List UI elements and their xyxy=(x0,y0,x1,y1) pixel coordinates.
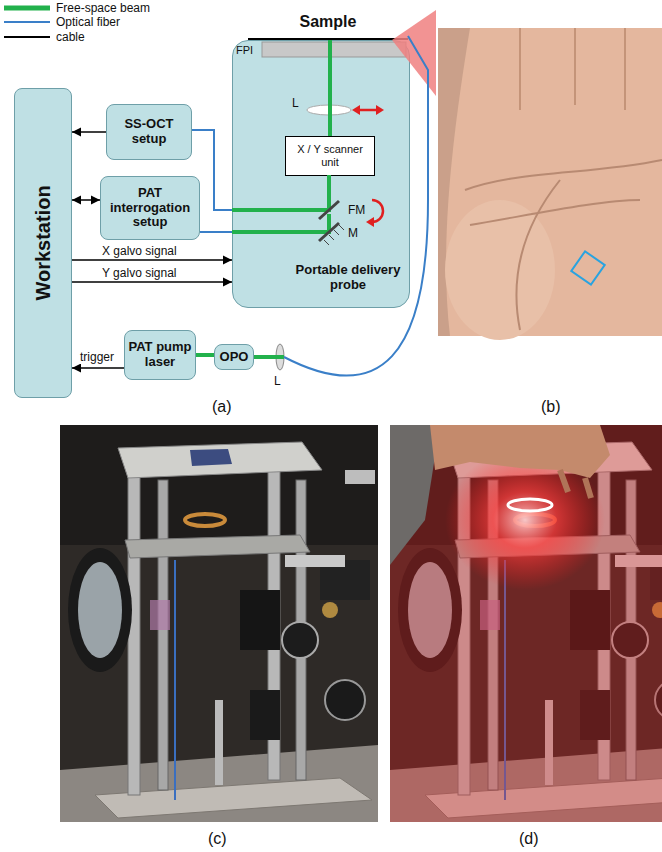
arrow-head xyxy=(72,196,81,205)
node-text: OPO xyxy=(220,350,249,365)
palm-photo xyxy=(465,160,662,190)
setup-photo xyxy=(60,425,378,822)
excitation-beam xyxy=(392,10,436,96)
legend-text: Optical fiber xyxy=(56,15,120,29)
translation-arrow xyxy=(352,105,360,115)
free-space-beam xyxy=(330,40,331,136)
cable-line xyxy=(72,281,232,283)
free-space-beam xyxy=(328,40,332,136)
laser-box: PAT pump laser xyxy=(124,330,196,380)
part-label: FM xyxy=(348,203,365,217)
cable-line xyxy=(72,259,232,261)
signal-label: trigger xyxy=(78,350,116,364)
mirror-hatch xyxy=(324,225,344,245)
node-text: PAT pump laser xyxy=(128,340,192,370)
node-text: X / Y scanner unit xyxy=(289,143,371,168)
legend-text: Free-space beam xyxy=(56,1,150,15)
part-label: L xyxy=(292,96,299,110)
part-label: M xyxy=(348,226,358,240)
optical-fiber xyxy=(284,36,428,376)
cable-line xyxy=(72,196,100,205)
optical-fiber xyxy=(200,232,232,233)
free-space-beam xyxy=(196,353,214,357)
arrow-head xyxy=(223,256,232,265)
opo-box: OPO xyxy=(214,344,254,370)
palm-photo xyxy=(571,251,604,284)
node-text: Sample xyxy=(300,13,357,31)
workstation-box: Workstation xyxy=(14,88,72,398)
setup-photo-active xyxy=(390,425,662,822)
node-text: Workstation xyxy=(32,185,55,300)
flip-arrow xyxy=(366,217,374,227)
legend-text: cable xyxy=(56,30,85,44)
palm-photo xyxy=(470,200,640,225)
palm-photo xyxy=(516,180,560,330)
arrow-head xyxy=(72,128,81,137)
setup-photo-active xyxy=(560,470,591,498)
signal-label: X galvo signal xyxy=(100,244,179,258)
setup-photo-active xyxy=(430,425,610,478)
translation-arrow xyxy=(358,109,378,112)
optical-fiber xyxy=(192,130,232,210)
arrow-head xyxy=(223,278,232,287)
palm-photo xyxy=(438,28,662,340)
probe-housing: Portable delivery probe X / Y scanner uni… xyxy=(232,40,410,308)
node-text: Portable delivery probe xyxy=(289,263,407,293)
free-space-beam xyxy=(232,175,329,210)
arrow-head xyxy=(91,196,100,205)
free-space-beam xyxy=(196,355,214,356)
setup-photo-active xyxy=(390,425,662,822)
optical-fiber xyxy=(200,231,232,233)
system-box: SS-OCT setup xyxy=(106,104,192,160)
translation-arrow xyxy=(376,105,384,115)
optical-fiber xyxy=(254,36,428,376)
part-label: L xyxy=(274,374,281,388)
panel-label: (d) xyxy=(519,830,539,848)
panel-label: (a) xyxy=(212,398,232,416)
fpi-sensor xyxy=(262,42,406,57)
legend-sample xyxy=(4,36,50,38)
palm-photo xyxy=(445,200,555,340)
sample-plane: Sample xyxy=(248,6,408,40)
system-box: PAT interrogation setup xyxy=(100,176,200,240)
legend-sample xyxy=(4,21,50,23)
signal-label: Y galvo signal xyxy=(100,266,179,280)
setup-photo-active xyxy=(390,425,662,822)
palm-photo xyxy=(520,28,625,110)
cable-line xyxy=(72,364,124,373)
part-label: FPI xyxy=(236,44,253,57)
cable-line xyxy=(72,128,106,137)
setup-photo-active xyxy=(508,499,552,511)
setup-photo xyxy=(60,425,378,822)
panel-label: (c) xyxy=(208,830,227,848)
arrow-head xyxy=(72,364,81,373)
panel-label: (b) xyxy=(541,398,561,416)
legend-sample xyxy=(4,6,50,11)
node-text: SS-OCT setup xyxy=(110,117,188,147)
free-space-beam xyxy=(254,355,284,359)
free-space-beam xyxy=(232,214,329,232)
flip-mirror xyxy=(319,201,339,219)
optical-fiber xyxy=(192,130,232,210)
scanner-box: X / Y scanner unit xyxy=(285,136,375,176)
node-text: PAT interrogation setup xyxy=(104,186,196,231)
